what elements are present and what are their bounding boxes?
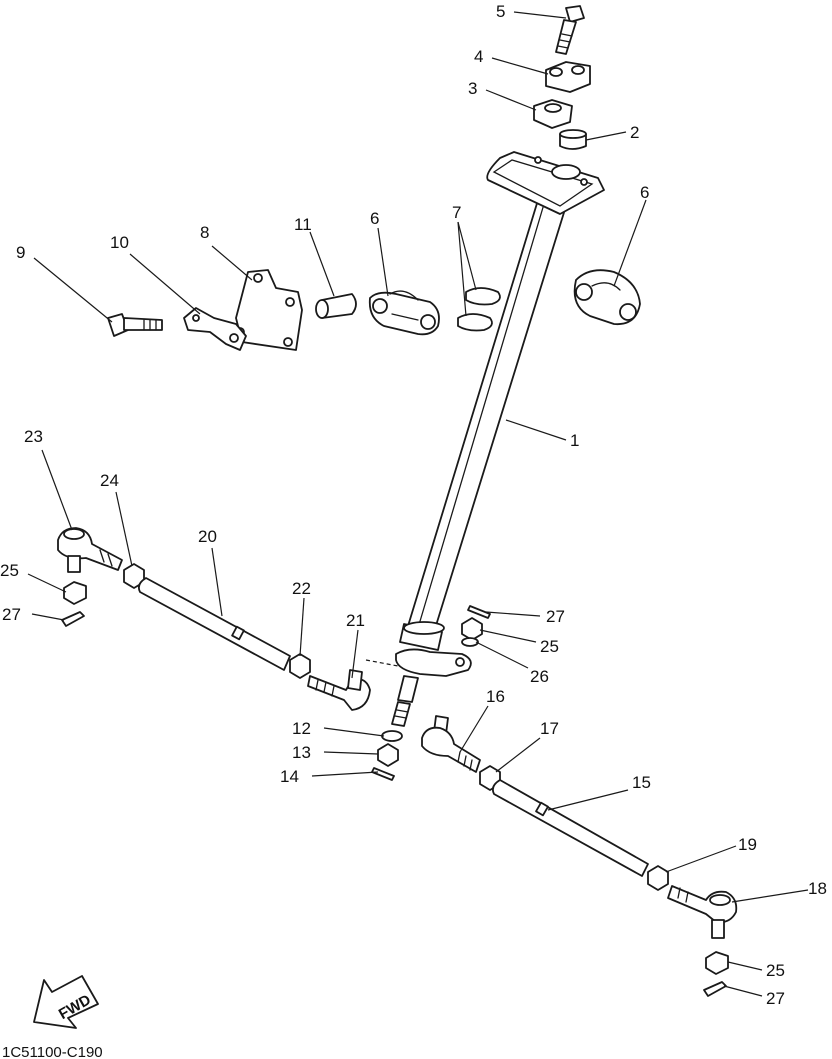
- callout-15: 15: [632, 773, 651, 792]
- holder-4: [545, 61, 591, 93]
- callout-16: 16: [486, 687, 505, 706]
- nut-19: [647, 865, 669, 891]
- bushing-2: [559, 129, 587, 150]
- cotter-pin-27-right: [703, 981, 727, 997]
- callout-18: 18: [808, 879, 827, 898]
- washer-26: [461, 637, 479, 647]
- clip-7: [457, 287, 501, 332]
- nut-25-mid: [461, 617, 483, 641]
- callout-26: 26: [530, 667, 549, 686]
- callout-9: 9: [16, 243, 25, 262]
- callout-19: 19: [738, 835, 757, 854]
- nut-25-right: [705, 951, 729, 975]
- nut-25-left: [63, 581, 87, 605]
- callout-7: 7: [452, 203, 461, 222]
- holder-6-left: [368, 290, 440, 336]
- callout-25-right: 25: [766, 961, 785, 980]
- callout-20: 20: [198, 527, 217, 546]
- bracket-8: [235, 269, 303, 351]
- callout-25-mid: 25: [540, 637, 559, 656]
- tie-rod-20: [137, 577, 291, 671]
- holder-6-right: [573, 269, 641, 326]
- callout-27-mid: 27: [546, 607, 565, 626]
- callout-12: 12: [292, 719, 311, 738]
- callout-8: 8: [200, 223, 209, 242]
- callout-6-right: 6: [640, 183, 649, 202]
- bolt-9: [107, 313, 163, 337]
- cotter-pin-14: [371, 767, 395, 781]
- washer-12: [381, 730, 403, 742]
- steering-column: [391, 151, 605, 727]
- cotter-pin-27-mid: [467, 605, 491, 619]
- tie-rod-end-21: [307, 669, 371, 711]
- collar-11: [315, 293, 357, 319]
- tie-rod-15: [491, 779, 649, 877]
- callout-27-right: 27: [766, 989, 785, 1008]
- callout-21: 21: [346, 611, 365, 630]
- callout-11: 11: [294, 215, 312, 234]
- callout-17: 17: [540, 719, 559, 738]
- tie-rod-end-18: [667, 885, 738, 939]
- callout-23: 23: [24, 427, 43, 446]
- bolt-5: [555, 5, 585, 55]
- nut-13: [377, 743, 399, 767]
- callout-25-left: 25: [0, 561, 19, 580]
- tie-rod-end-16: [421, 715, 481, 773]
- callout-13: 13: [292, 743, 311, 762]
- callout-10: 10: [110, 233, 129, 252]
- callout-3: 3: [468, 79, 477, 98]
- callout-27-left: 27: [2, 605, 21, 624]
- callout-1: 1: [570, 431, 579, 450]
- callout-6-left: 6: [370, 209, 379, 228]
- callout-numbers: 5 4 3 2 6 7 6 11 8 10 9 1 23 24 20 25 27…: [0, 2, 827, 1008]
- callout-4: 4: [474, 47, 483, 66]
- holder-3: [533, 99, 573, 129]
- callout-24: 24: [100, 471, 119, 490]
- fwd-arrow-icon: FWD: [33, 975, 99, 1029]
- callout-14: 14: [280, 767, 299, 786]
- tie-rod-end-23: [57, 527, 123, 573]
- callout-2: 2: [630, 123, 639, 142]
- drawing-code: 1C51100-C190: [2, 1044, 103, 1059]
- plate-10: [183, 307, 247, 351]
- leader-lines: [27, 11, 809, 997]
- dashed-link: [365, 659, 399, 667]
- callout-22: 22: [292, 579, 311, 598]
- nut-22: [289, 653, 311, 679]
- callout-5: 5: [496, 2, 505, 21]
- cotter-pin-27-left: [61, 611, 85, 627]
